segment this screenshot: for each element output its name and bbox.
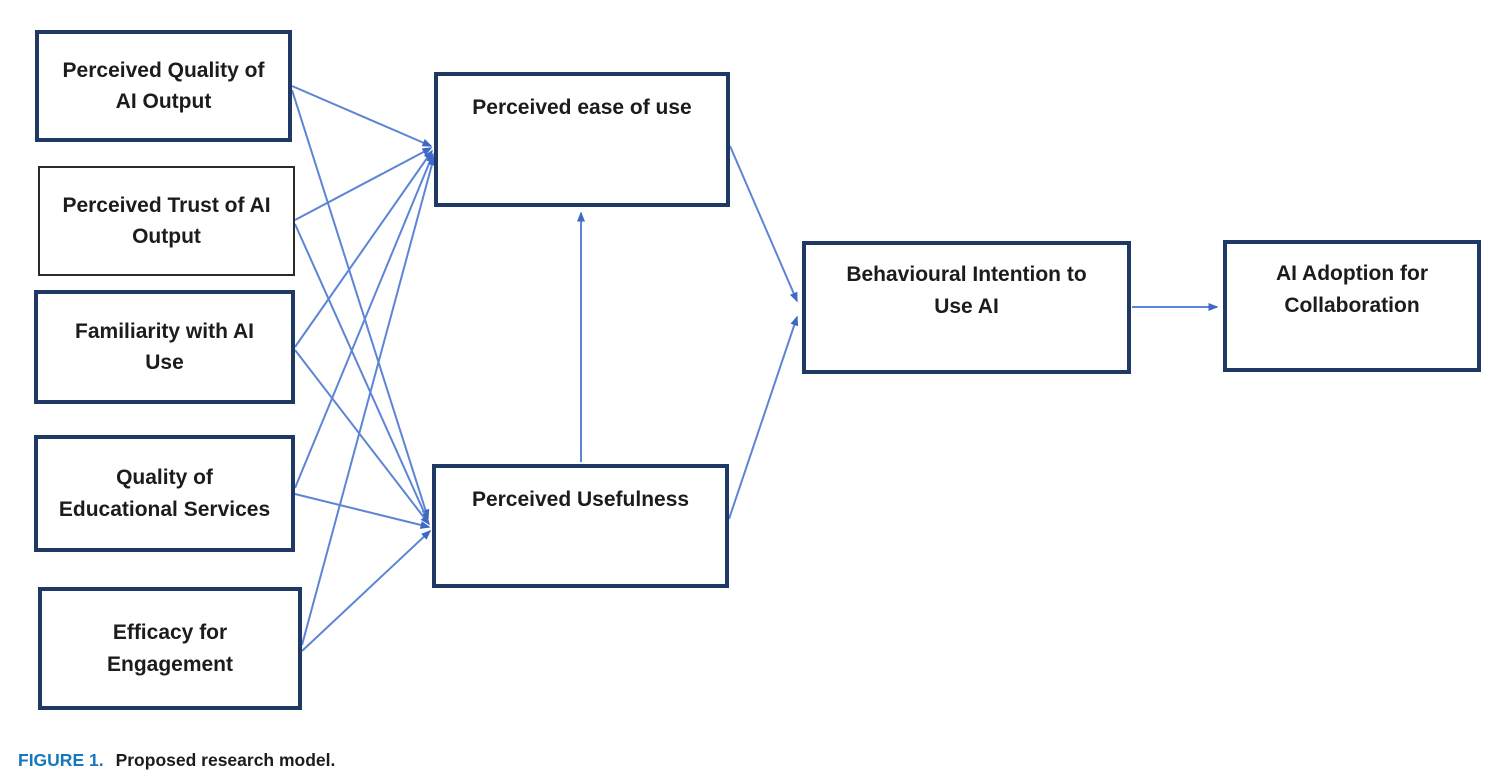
- edge-qes-to-pu: [294, 493, 431, 529]
- edge-pq-to-peou: [291, 85, 433, 147]
- edge-pq-to-pu: [291, 89, 430, 520]
- node-perceived-trust-of-ai-output: Perceived Trust of AI Output: [38, 166, 295, 276]
- node-perceived-ease-of-use: Perceived ease of use: [434, 72, 730, 207]
- node-behavioural-intention-to-use-ai: Behavioural Intention to Use AI: [802, 241, 1131, 374]
- edge-eff-to-peou: [301, 155, 436, 646]
- node-quality-of-educational-services: Quality of Educational Services: [34, 435, 295, 552]
- node-familiarity-with-ai-use: Familiarity with AI Use: [34, 290, 295, 404]
- node-label: Familiarity with AI Use: [75, 319, 254, 375]
- node-ai-adoption-for-collaboration: AI Adoption for Collaboration: [1223, 240, 1481, 372]
- figure-caption-text: Proposed research model.: [115, 750, 336, 770]
- edge-peou-to-bi: [729, 145, 798, 303]
- edge-fam-to-pu: [294, 349, 430, 526]
- node-label: Perceived Trust of AI Output: [62, 193, 271, 249]
- edge-eff-to-pu: [301, 529, 432, 652]
- figure-caption: FIGURE 1. Proposed research model.: [18, 750, 335, 771]
- edge-pu-to-bi: [728, 315, 799, 520]
- node-label: Perceived Quality of AI Output: [62, 58, 265, 114]
- node-label: Behavioural Intention to Use AI: [846, 263, 1087, 318]
- node-label: AI Adoption for Collaboration: [1275, 262, 1428, 317]
- node-perceived-quality-of-ai-output: Perceived Quality of AI Output: [35, 30, 292, 142]
- node-label: Perceived Usefulness: [471, 488, 690, 511]
- edge-pt-to-peou: [294, 147, 433, 221]
- node-efficacy-for-engagement: Efficacy for Engagement: [38, 587, 302, 710]
- edge-pt-to-pu: [294, 223, 429, 523]
- edge-qes-to-peou: [294, 152, 434, 489]
- node-label: Quality of Educational Services: [58, 466, 271, 521]
- node-perceived-usefulness: Perceived Usefulness: [432, 464, 729, 588]
- node-label: Perceived ease of use: [472, 96, 692, 119]
- figure-caption-label: FIGURE 1.: [18, 750, 104, 770]
- node-label: Efficacy for Engagement: [106, 621, 234, 676]
- edge-fam-to-peou: [294, 149, 433, 348]
